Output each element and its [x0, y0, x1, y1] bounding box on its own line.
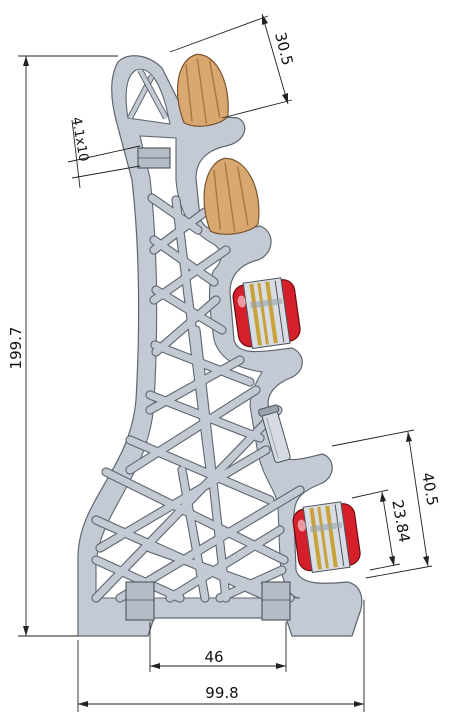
dim-slot-size-label: 4.1x10 — [68, 116, 91, 163]
base-foot-left — [125, 581, 155, 621]
spool-upper — [232, 277, 301, 350]
rack-frame — [77, 55, 363, 637]
dim-base-slot: 46 — [149, 622, 287, 672]
dim-width-total: 99.8 — [77, 600, 365, 712]
dim-width-total-label: 99.8 — [205, 684, 238, 702]
knob-lower — [203, 157, 260, 235]
dimensions: 199.7 99.8 46 30.5 — [7, 13, 442, 712]
dim-knob-size: 30.5 — [169, 13, 297, 119]
dim-pocket-lower-label: 23.84 — [388, 498, 413, 543]
base-foot-right — [261, 581, 291, 621]
spool-lower — [292, 501, 361, 574]
dim-height-total: 199.7 — [7, 55, 118, 637]
lattice — [91, 193, 305, 603]
dim-pocket-lower: 23.84 — [351, 489, 414, 571]
top-arch-struts — [127, 68, 169, 120]
dim-pocket-upper: 40.5 — [331, 429, 442, 579]
dim-base-slot-label: 46 — [204, 648, 223, 666]
lattice-fills — [92, 194, 304, 602]
dim-knob-size-label: 30.5 — [271, 30, 297, 67]
dim-height-total-label: 199.7 — [7, 327, 25, 370]
dim-pocket-upper-label: 40.5 — [418, 471, 442, 507]
cylinder-pin — [258, 404, 291, 463]
knob-upper — [176, 53, 229, 127]
